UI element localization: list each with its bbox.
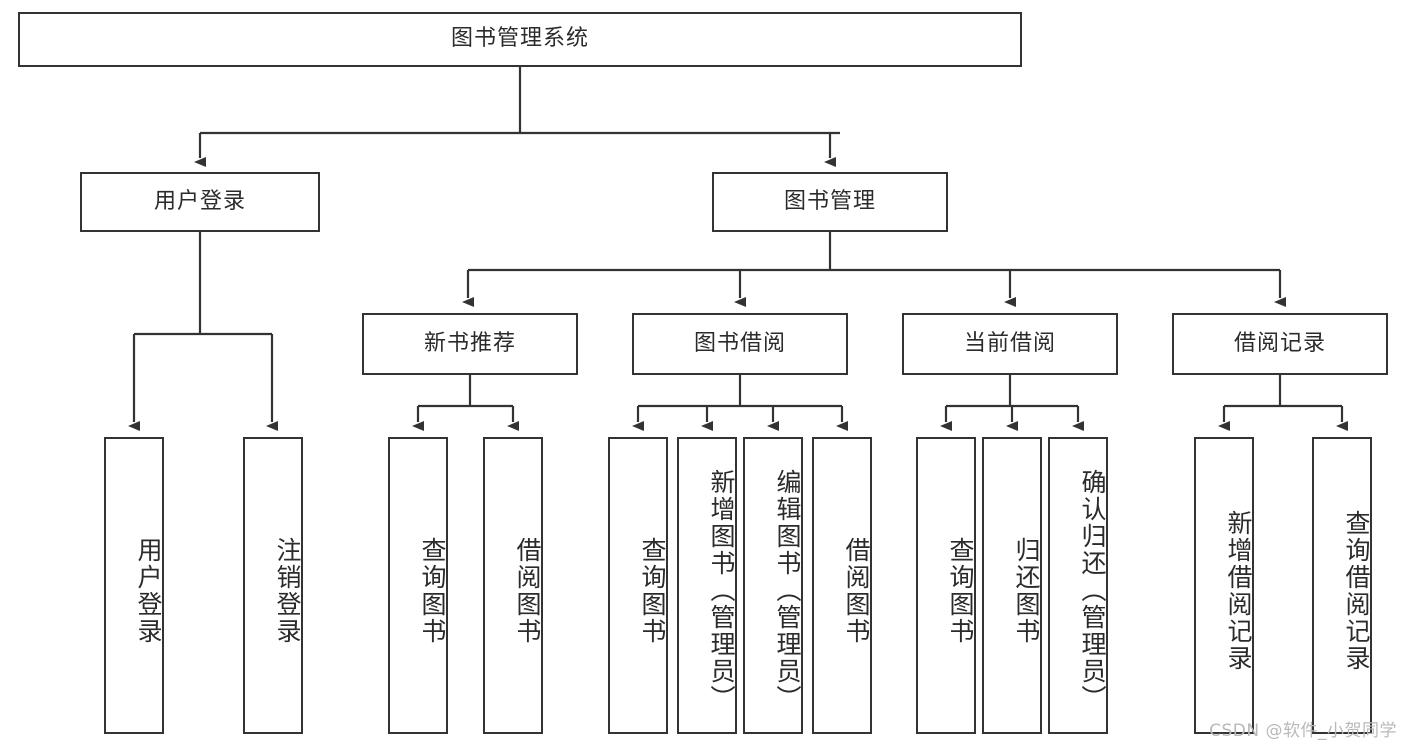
node-new-book-recommend[interactable]: 新书推荐 — [362, 313, 578, 375]
node-leaf-edit-book-label: 编辑图书（管理员） — [773, 469, 802, 712]
edge-booksystem-to-level2 — [462, 232, 1286, 307]
node-leaf-logout[interactable]: 注销登录 — [243, 437, 303, 734]
node-leaf-query-book-borrow[interactable]: 查询图书 — [608, 437, 668, 734]
node-current-borrow[interactable]: 当前借阅 — [902, 313, 1118, 375]
node-leaf-edit-book[interactable]: 编辑图书（管理员） — [743, 437, 803, 734]
edge-bookborrow-to-leaves — [632, 375, 848, 431]
edge-userlogin-to-leaves — [128, 232, 278, 431]
node-leaf-borrow-book-recommend-label: 借阅图书 — [513, 536, 542, 645]
node-leaf-borrow-book-label: 借阅图书 — [842, 536, 871, 645]
node-book-manage[interactable]: 图书管理 — [712, 172, 948, 232]
node-user-login[interactable]: 用户登录 — [80, 172, 320, 232]
node-current-borrow-label: 当前借阅 — [963, 330, 1056, 356]
node-leaf-query-book-current[interactable]: 查询图书 — [916, 437, 976, 734]
edge-borrowrecord-to-leaves — [1218, 375, 1348, 431]
node-leaf-query-book-recommend-label: 查询图书 — [418, 536, 447, 645]
node-book-borrow[interactable]: 图书借阅 — [632, 313, 848, 375]
node-leaf-logout-label: 注销登录 — [273, 536, 302, 645]
node-leaf-add-borrow-record-label: 新增借阅记录 — [1224, 509, 1253, 672]
node-book-borrow-label: 图书借阅 — [693, 330, 786, 356]
node-borrow-record[interactable]: 借阅记录 — [1172, 313, 1388, 375]
node-leaf-query-book-borrow-label: 查询图书 — [638, 536, 667, 645]
node-book-manage-label: 图书管理 — [783, 188, 876, 214]
node-leaf-add-book-label: 新增图书（管理员） — [707, 469, 736, 712]
node-leaf-borrow-book-recommend[interactable]: 借阅图书 — [483, 437, 543, 734]
node-leaf-borrow-book[interactable]: 借阅图书 — [812, 437, 872, 734]
node-leaf-user-login-label: 用户登录 — [134, 536, 163, 645]
node-leaf-add-book[interactable]: 新增图书（管理员） — [677, 437, 737, 734]
node-leaf-confirm-return-label: 确认归还（管理员） — [1078, 469, 1107, 712]
node-leaf-query-book-current-label: 查询图书 — [946, 536, 975, 645]
node-leaf-return-book-label: 归还图书 — [1012, 536, 1041, 645]
node-leaf-return-book[interactable]: 归还图书 — [982, 437, 1042, 734]
node-new-book-recommend-label: 新书推荐 — [423, 330, 516, 356]
edge-currentborrow-to-leaves — [940, 375, 1084, 431]
node-leaf-user-login[interactable]: 用户登录 — [104, 437, 164, 734]
node-leaf-query-borrow-record-label: 查询借阅记录 — [1342, 509, 1371, 672]
node-borrow-record-label: 借阅记录 — [1233, 330, 1326, 356]
node-leaf-confirm-return[interactable]: 确认归还（管理员） — [1048, 437, 1108, 734]
watermark-text: CSDN @软件_小贺同学 — [1209, 721, 1397, 741]
edge-newbook-to-leaves — [412, 375, 519, 431]
node-root-label: 图书管理系统 — [450, 26, 589, 52]
node-leaf-add-borrow-record[interactable]: 新增借阅记录 — [1194, 437, 1254, 734]
node-leaf-query-book-recommend[interactable]: 查询图书 — [388, 437, 448, 734]
node-root[interactable]: 图书管理系统 — [18, 12, 1022, 67]
node-leaf-query-borrow-record[interactable]: 查询借阅记录 — [1312, 437, 1372, 734]
edge-root-to-level1 — [194, 67, 840, 167]
node-user-login-label: 用户登录 — [153, 188, 246, 214]
